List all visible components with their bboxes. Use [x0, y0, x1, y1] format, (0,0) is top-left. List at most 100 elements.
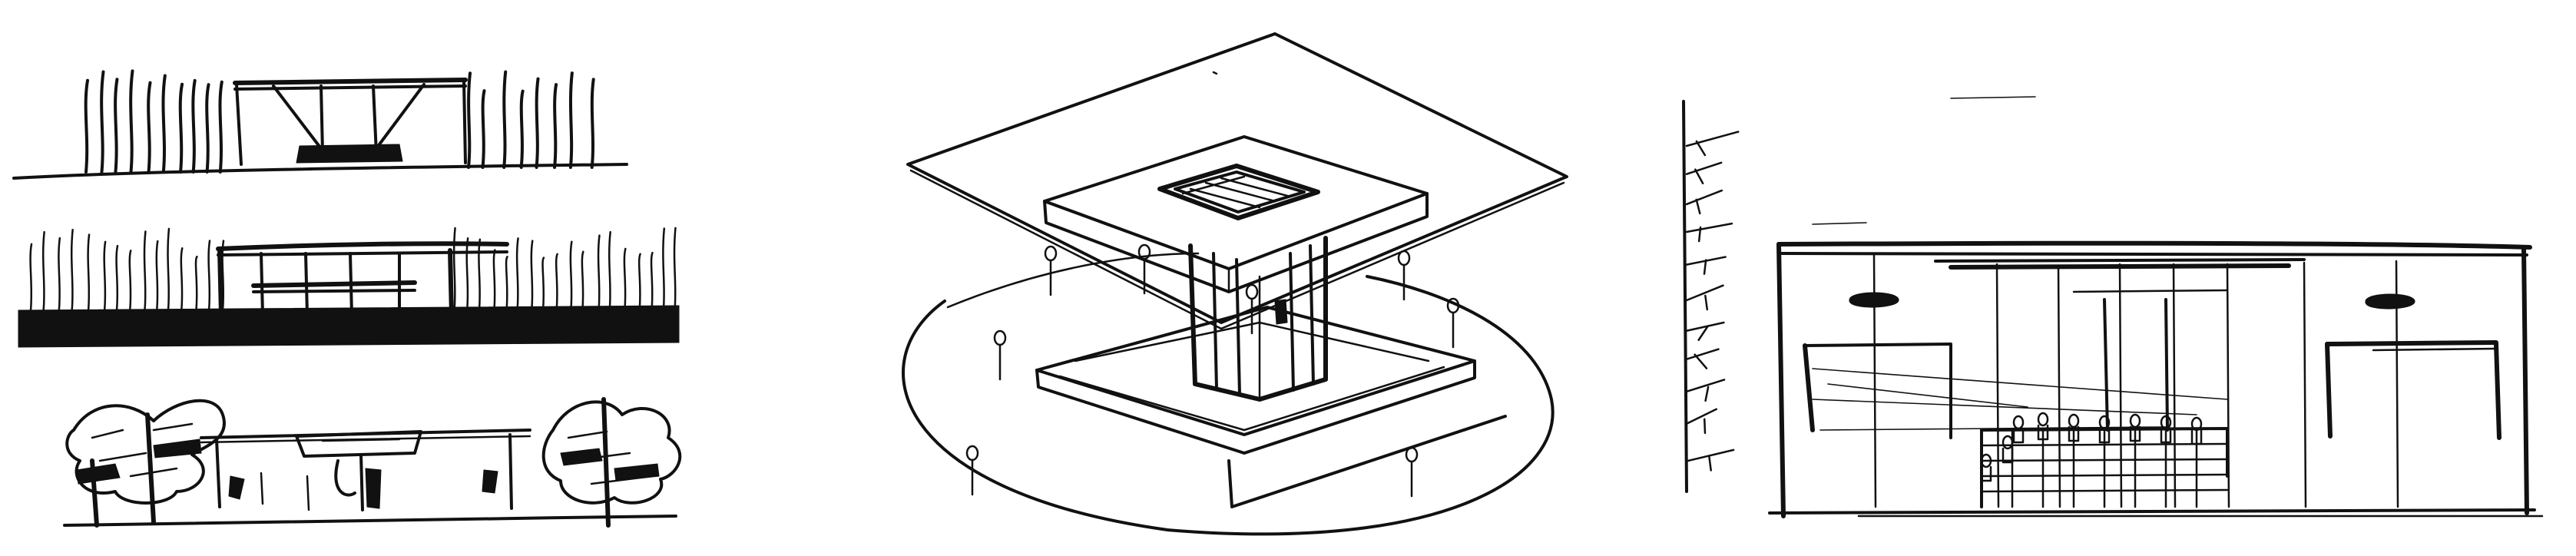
- grass-stroke: [103, 240, 107, 312]
- grass-stroke: [161, 74, 167, 174]
- person-head: [1980, 453, 1992, 468]
- leaf-stroke: [1704, 386, 1710, 402]
- grass-stroke: [597, 234, 601, 312]
- grass-stroke: [553, 83, 558, 169]
- grass-stroke: [467, 71, 472, 169]
- tree-right-icon: [541, 397, 682, 528]
- leaf-stroke: [1704, 294, 1709, 311]
- person-head: [1245, 283, 1259, 300]
- elevation-top-sketch: [12, 69, 628, 180]
- elevation-bottom-sketch: [63, 397, 682, 528]
- grass-stroke: [115, 244, 119, 312]
- branch-stroke: [1685, 408, 1718, 425]
- person-head: [1397, 250, 1411, 266]
- grass-stroke: [555, 253, 558, 312]
- person-body: [2068, 425, 2080, 442]
- grass-stroke: [515, 237, 519, 312]
- branch-stroke: [1685, 161, 1723, 175]
- grass-stroke: [492, 249, 496, 312]
- grass-stroke: [194, 255, 198, 312]
- grass-stroke: [541, 256, 545, 312]
- grass-stroke: [205, 83, 210, 174]
- grass-stroke: [84, 78, 89, 174]
- person-body: [2002, 447, 2014, 464]
- leaf-stroke: [1703, 259, 1707, 275]
- grass-stroke: [147, 81, 152, 174]
- person-body: [2037, 424, 2049, 441]
- person-head: [2002, 435, 2014, 450]
- grass-stroke: [180, 247, 184, 312]
- grass-stroke: [178, 82, 184, 174]
- leaf-stroke: [1708, 455, 1712, 472]
- grass-stroke: [129, 69, 134, 174]
- leaf-stroke: [1695, 140, 1707, 157]
- grass-stroke: [519, 89, 525, 169]
- grass-stroke: [128, 250, 132, 312]
- person-body: [1980, 465, 1992, 482]
- tree-branch-strokes: [1685, 131, 1740, 472]
- grass-stroke: [191, 78, 197, 174]
- person-body: [2012, 427, 2025, 444]
- person-body: [2098, 427, 2111, 444]
- tree-left-icon: [65, 399, 226, 528]
- person-head: [2098, 415, 2111, 430]
- leaf-stroke: [1703, 418, 1707, 435]
- grass-stroke: [218, 80, 223, 174]
- grass-stroke: [568, 71, 574, 169]
- grass-stroke: [100, 70, 105, 174]
- grass-stroke: [452, 227, 456, 312]
- leaf-stroke: [1697, 226, 1702, 243]
- branch-stroke: [1685, 348, 1720, 360]
- branch-stroke: [1685, 448, 1735, 462]
- grass-stroke: [608, 230, 611, 312]
- person-head: [1044, 245, 1058, 262]
- grass-stroke: [505, 256, 508, 312]
- people-figures: [965, 243, 1460, 498]
- grass-stroke: [481, 89, 486, 169]
- grass-strokes-middle: [29, 227, 677, 312]
- person-head: [2129, 413, 2141, 429]
- elevation-sketch-panel: [12, 69, 682, 528]
- grass-stroke: [87, 233, 91, 312]
- leaf-stroke: [1694, 353, 1708, 369]
- person-body: [2129, 425, 2141, 442]
- grass-stroke: [41, 230, 45, 312]
- branch-stroke: [1685, 189, 1723, 206]
- person-head: [2190, 416, 2203, 432]
- grass-stroke: [167, 227, 171, 312]
- person-body: [2190, 429, 2203, 445]
- grass-stroke: [207, 240, 211, 312]
- grass-stroke: [637, 253, 641, 312]
- person-head: [2068, 413, 2080, 429]
- seated-people-figures: [1980, 412, 2203, 482]
- branch-stroke: [1685, 321, 1725, 333]
- branch-stroke: [1685, 131, 1740, 147]
- person-head: [993, 329, 1007, 346]
- person-head: [965, 445, 979, 462]
- grass-stroke: [673, 227, 677, 312]
- grass-stroke: [465, 237, 469, 312]
- grass-stroke: [650, 251, 654, 312]
- person-head: [2012, 415, 2025, 430]
- grass-strokes-top: [84, 69, 595, 174]
- leaf-stroke: [1695, 198, 1701, 215]
- grass-stroke: [662, 227, 666, 312]
- leaf-stroke: [1697, 325, 1709, 342]
- leaf-stroke: [1694, 168, 1704, 184]
- grass-stroke: [143, 230, 147, 312]
- interior-section-sketch-panel: [1682, 96, 2544, 518]
- grass-stroke: [502, 70, 508, 169]
- grass-stroke: [623, 247, 627, 312]
- grass-stroke: [530, 240, 534, 312]
- person-head: [2037, 412, 2049, 427]
- grass-stroke: [478, 238, 482, 312]
- elevation-middle-sketch: [18, 227, 680, 348]
- grass-stroke: [114, 78, 119, 174]
- axonometric-sketch-panel: [902, 32, 1568, 536]
- grass-stroke: [535, 77, 540, 169]
- person-body: [2160, 427, 2172, 444]
- person-head: [2160, 415, 2172, 430]
- person-head: [1405, 446, 1419, 463]
